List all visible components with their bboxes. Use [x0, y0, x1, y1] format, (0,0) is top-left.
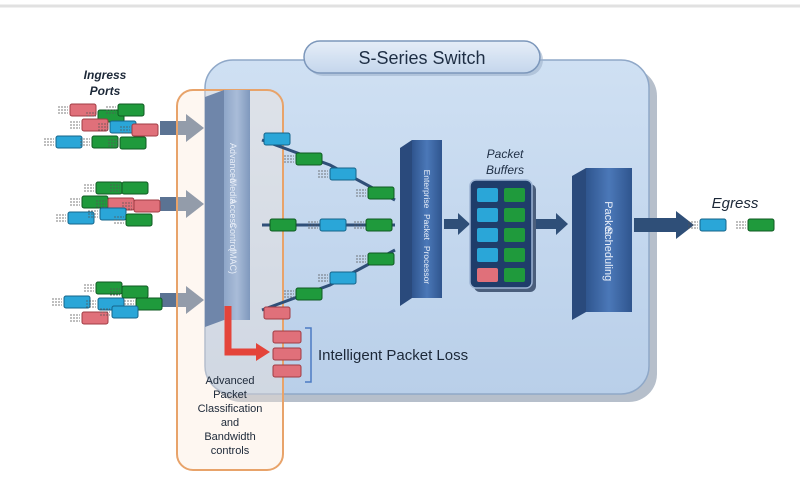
- internal-packet: [329, 271, 357, 285]
- ingress-packet: [125, 213, 153, 227]
- mac-label-2: Media: [228, 179, 238, 204]
- classification-label-6: controls: [211, 445, 250, 457]
- packets-layer: [44, 103, 775, 325]
- ingress-packet: [81, 195, 109, 209]
- ingress-label-line2: Ports: [90, 84, 121, 98]
- ingress-label-line1: Ingress: [84, 68, 127, 82]
- classification-label-3: Classification: [198, 403, 263, 415]
- ingress-packet: [91, 135, 119, 149]
- classification-label-1: Advanced: [206, 375, 255, 387]
- egress-arrow: [634, 211, 694, 239]
- ingress-packet: [95, 181, 123, 195]
- egress-packet: [747, 218, 775, 232]
- mac-label-1: Advanced: [228, 143, 238, 183]
- buffer-cell: [477, 268, 498, 282]
- arrow-to-buffers: [444, 213, 470, 235]
- buffer-cell: [477, 188, 498, 202]
- ingress-arrow-1: [160, 114, 204, 142]
- dropped-packet: [272, 330, 302, 344]
- processor-label-2: Packet: [422, 214, 432, 241]
- egress-packet: [699, 218, 727, 232]
- buffers-label-line2: Buffers: [486, 163, 524, 177]
- internal-packet: [269, 218, 297, 232]
- buffer-cell: [504, 228, 525, 242]
- processor-label-1: Enterprise: [422, 170, 432, 209]
- title-pill: [303, 40, 541, 74]
- ingress-arrow-2: [160, 190, 204, 218]
- loss-bracket: [305, 327, 312, 383]
- internal-packet: [329, 167, 357, 181]
- buffer-cell: [504, 208, 525, 222]
- enterprise-packet-processor: [412, 140, 442, 298]
- processor-side: [400, 140, 412, 306]
- classification-label-5: Bandwidth: [204, 431, 255, 443]
- arrow-to-scheduler: [536, 213, 568, 235]
- ingress-packet: [95, 281, 123, 295]
- ingress-packet: [69, 103, 97, 117]
- processor-label: Enterprise Packet Processor: [422, 170, 432, 285]
- buffer-cell: [504, 268, 525, 282]
- ingress-packet: [133, 199, 161, 213]
- internal-packet: [295, 152, 323, 166]
- ingress-arrow-3: [160, 286, 204, 314]
- mac-label-5: (MAC): [228, 248, 238, 274]
- ingress-packet: [55, 135, 83, 149]
- ingress-packet: [131, 123, 159, 137]
- loss-arrow-head: [256, 343, 270, 361]
- internal-packet: [295, 287, 323, 301]
- loss-label: Intelligent Packet Loss: [318, 347, 468, 364]
- switch-title: S-Series Switch: [358, 48, 485, 68]
- classification-label-2: Packet: [213, 389, 247, 401]
- ingress-packet: [99, 207, 127, 221]
- classification-label: Advanced Packet Classification and Bandw…: [198, 375, 263, 457]
- classification-label-4: and: [221, 417, 239, 429]
- ingress-packet: [121, 285, 149, 299]
- ingress-arrows: [160, 114, 204, 314]
- internal-packet: [365, 218, 393, 232]
- ingress-packet: [63, 295, 91, 309]
- ingress-packet: [67, 211, 95, 225]
- buffer-cell: [477, 228, 498, 242]
- mac-label-4: Control: [228, 222, 238, 251]
- internal-packet: [367, 186, 395, 200]
- mac-module-label: Advanced Media Access Control (MAC): [228, 143, 238, 274]
- internal-packet: [263, 306, 291, 320]
- internal-packet: [263, 132, 291, 146]
- dropped-packets: [272, 330, 302, 378]
- ingress-packet: [119, 136, 147, 150]
- ingress-packet: [121, 181, 149, 195]
- scheduler-label: Packet Scheduling: [602, 201, 614, 281]
- buffer-cell: [504, 188, 525, 202]
- ingress-packet: [111, 305, 139, 319]
- processor-label-3: Processor: [422, 246, 432, 284]
- mac-module: [224, 90, 250, 320]
- scheduler-label-line2: Scheduling: [602, 227, 614, 281]
- loss-arrow: [224, 306, 258, 356]
- packet-scheduling: [586, 168, 632, 312]
- internal-packet: [319, 218, 347, 232]
- ingress-packet: [81, 311, 109, 325]
- ingress-packet: [135, 297, 163, 311]
- buffer-cell: [504, 248, 525, 262]
- mac-module-side: [205, 90, 224, 327]
- dropped-packet: [272, 364, 302, 378]
- ingress-packet: [117, 103, 145, 117]
- mac-label-3: Access: [228, 198, 238, 228]
- buffer-cells: [477, 188, 525, 282]
- scheduler-label-line1: Packet: [602, 201, 614, 235]
- egress-label: Egress: [712, 195, 759, 212]
- dropped-packet: [272, 347, 302, 361]
- internal-packet: [367, 252, 395, 266]
- buffer-cell: [477, 248, 498, 262]
- ingress-packet: [81, 118, 109, 132]
- buffers-label-line1: Packet: [487, 147, 524, 161]
- buffer-cell: [477, 208, 498, 222]
- scheduler-side: [572, 168, 586, 320]
